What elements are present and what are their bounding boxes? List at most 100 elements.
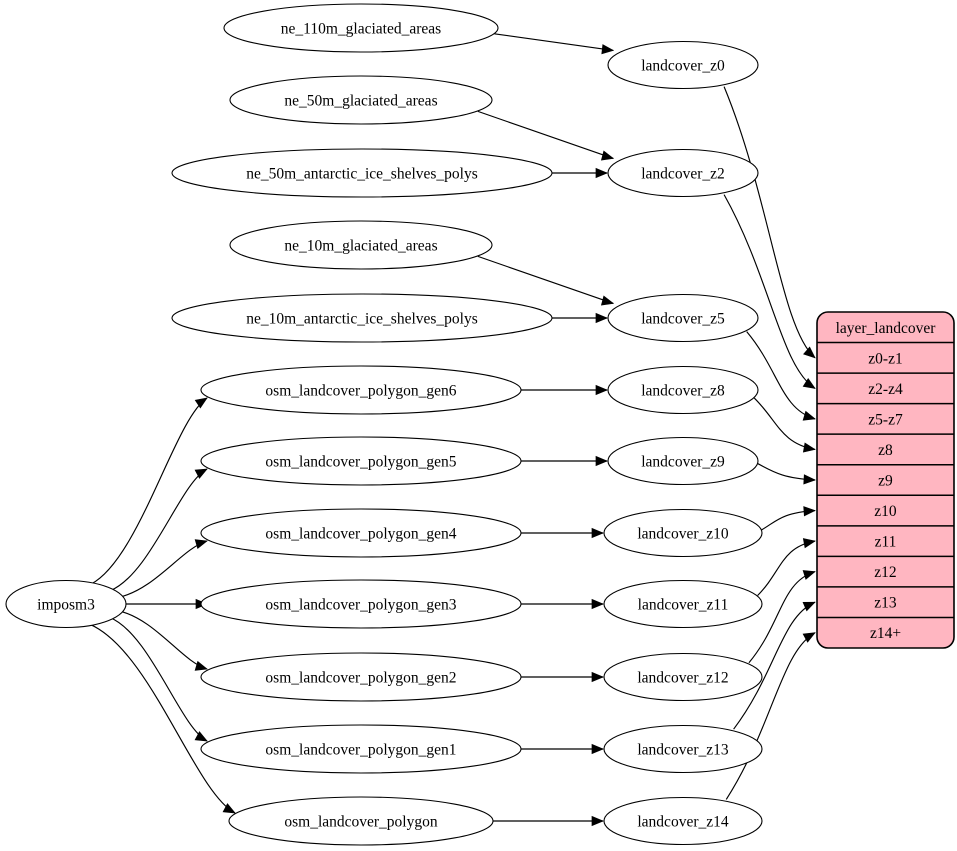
arrow-head-icon (601, 44, 615, 55)
node-osm_landcover_polygon_gen4[interactable]: osm_landcover_polygon_gen4 (200, 508, 522, 558)
edge-landcover_z0-to-table-row-0 (723, 86, 816, 359)
arrow-head-icon (595, 455, 608, 467)
node-landcover_z12[interactable]: landcover_z12 (603, 652, 763, 702)
node-ellipse[interactable] (603, 724, 763, 774)
node-landcover_z14[interactable]: landcover_z14 (603, 796, 763, 846)
table-row-hitbox[interactable] (817, 556, 954, 587)
node-osm_landcover_polygon_gen5[interactable]: osm_landcover_polygon_gen5 (200, 436, 522, 486)
edge-imposm3-to-osm_landcover_polygon_gen5 (110, 468, 208, 592)
edge-landcover_z13-to-table-row-8 (733, 601, 816, 730)
layer-table-body[interactable] (816, 311, 955, 649)
arrow-head-icon (591, 815, 604, 827)
node-ellipse[interactable] (607, 40, 759, 90)
node-ellipse[interactable] (171, 293, 553, 343)
edge-ne_110m_glaciated_areas-to-landcover_z0 (494, 33, 614, 51)
node-ellipse[interactable] (603, 579, 763, 629)
node-osm_landcover_polygon_gen2[interactable]: osm_landcover_polygon_gen2 (200, 652, 522, 702)
table-row-hitbox[interactable] (817, 587, 954, 618)
edge-imposm3-to-osm_landcover_polygon_gen1 (109, 616, 208, 742)
table-row-z10[interactable]: z10 (817, 495, 954, 526)
node-ne_50m_antarctic_ice_shelves_polys[interactable]: ne_50m_antarctic_ice_shelves_polys (171, 148, 553, 198)
node-ellipse[interactable] (229, 220, 493, 270)
node-ne_10m_antarctic_ice_shelves_polys[interactable]: ne_10m_antarctic_ice_shelves_polys (171, 293, 553, 343)
node-ne_110m_glaciated_areas[interactable]: ne_110m_glaciated_areas (223, 3, 499, 53)
arrow-head-icon (222, 803, 236, 814)
node-layer: imposm3 ne_110m_glaciated_areas ne_50m_gla… (5, 3, 763, 846)
table-row-z0-z1[interactable]: z0-z1 (817, 343, 954, 374)
node-ellipse[interactable] (607, 436, 759, 486)
edge-landcover_z2-to-table-row-1 (723, 194, 816, 389)
arrow-head-icon (194, 468, 208, 479)
node-ellipse[interactable] (200, 436, 522, 486)
table-row-z2-z4[interactable]: z2-z4 (817, 373, 954, 404)
node-landcover_z2[interactable]: landcover_z2 (607, 148, 759, 198)
node-ellipse[interactable] (200, 652, 522, 702)
node-landcover_z8[interactable]: landcover_z8 (607, 365, 759, 415)
edge-imposm3-to-osm_landcover_polygon_gen4 (118, 540, 208, 598)
arrow-head-icon (600, 295, 615, 306)
node-osm_landcover_polygon[interactable]: osm_landcover_polygon (228, 796, 494, 846)
node-imposm3[interactable]: imposm3 (5, 579, 127, 629)
node-landcover_z0[interactable]: landcover_z0 (607, 40, 759, 90)
node-ellipse[interactable] (607, 148, 759, 198)
table-row-hitbox[interactable] (817, 465, 954, 496)
node-ellipse[interactable] (229, 75, 493, 125)
table-row-z5-z7[interactable]: z5-z7 (817, 404, 954, 435)
table-row-hitbox[interactable] (817, 617, 954, 648)
node-landcover_z10[interactable]: landcover_z10 (603, 508, 763, 558)
node-landcover_z5[interactable]: landcover_z5 (607, 293, 759, 343)
node-ellipse[interactable] (603, 796, 763, 846)
table-row-hitbox[interactable] (817, 526, 954, 557)
node-ellipse[interactable] (607, 365, 759, 415)
arrow-head-icon (803, 506, 816, 517)
table-row-hitbox[interactable] (817, 343, 954, 374)
table-row-z14+[interactable]: z14+ (817, 617, 954, 648)
arrow-head-icon (591, 671, 604, 683)
arrow-head-icon (194, 539, 208, 550)
arrow-head-icon (802, 570, 816, 580)
node-ellipse[interactable] (603, 652, 763, 702)
node-ellipse[interactable] (200, 508, 522, 558)
node-ellipse[interactable] (607, 293, 759, 343)
arrow-head-icon (803, 346, 816, 359)
arrow-head-icon (595, 384, 608, 396)
arrow-head-icon (600, 150, 615, 161)
table-row-hitbox[interactable] (817, 373, 954, 404)
arrow-head-icon (194, 731, 208, 742)
arrow-head-icon (802, 632, 816, 643)
node-ellipse[interactable] (603, 508, 763, 558)
node-osm_landcover_polygon_gen1[interactable]: osm_landcover_polygon_gen1 (200, 724, 522, 774)
table-row-hitbox[interactable] (817, 434, 954, 465)
node-ellipse[interactable] (200, 365, 522, 415)
arrow-head-icon (802, 377, 816, 389)
edge-landcover_z14-to-table-row-9 (725, 632, 816, 800)
arrow-head-icon (802, 442, 816, 453)
arrow-head-icon (591, 527, 604, 539)
table-row-z13[interactable]: z13 (817, 587, 954, 618)
node-ellipse[interactable] (5, 579, 127, 629)
edge-imposm3-to-osm_landcover_polygon (89, 623, 236, 814)
node-ne_10m_glaciated_areas[interactable]: ne_10m_glaciated_areas (229, 220, 493, 270)
table-row-z8[interactable]: z8 (817, 434, 954, 465)
node-ellipse[interactable] (228, 796, 494, 846)
node-ellipse[interactable] (200, 579, 522, 629)
table-row-z12[interactable]: z12 (817, 556, 954, 587)
arrow-head-icon (802, 410, 816, 421)
node-osm_landcover_polygon_gen3[interactable]: osm_landcover_polygon_gen3 (200, 579, 522, 629)
node-ne_50m_glaciated_areas[interactable]: ne_50m_glaciated_areas (229, 75, 493, 125)
node-landcover_z13[interactable]: landcover_z13 (603, 724, 763, 774)
edge-ne_10m_glaciated_areas-to-landcover_z5 (477, 255, 614, 304)
arrow-head-icon (595, 167, 608, 179)
node-landcover_z9[interactable]: landcover_z9 (607, 436, 759, 486)
node-landcover_z11[interactable]: landcover_z11 (603, 579, 763, 629)
table-row-z9[interactable]: z9 (817, 465, 954, 496)
table-row-hitbox[interactable] (817, 495, 954, 526)
table-row-z11[interactable]: z11 (817, 526, 954, 557)
node-ellipse[interactable] (223, 3, 499, 53)
layer-landcover-table[interactable]: layer_landcoverz0-z1z2-z4z5-z7z8z9z10z11… (816, 311, 955, 649)
node-ellipse[interactable] (200, 724, 522, 774)
node-osm_landcover_polygon_gen6[interactable]: osm_landcover_polygon_gen6 (200, 365, 522, 415)
node-ellipse[interactable] (171, 148, 553, 198)
table-row-hitbox[interactable] (817, 404, 954, 435)
